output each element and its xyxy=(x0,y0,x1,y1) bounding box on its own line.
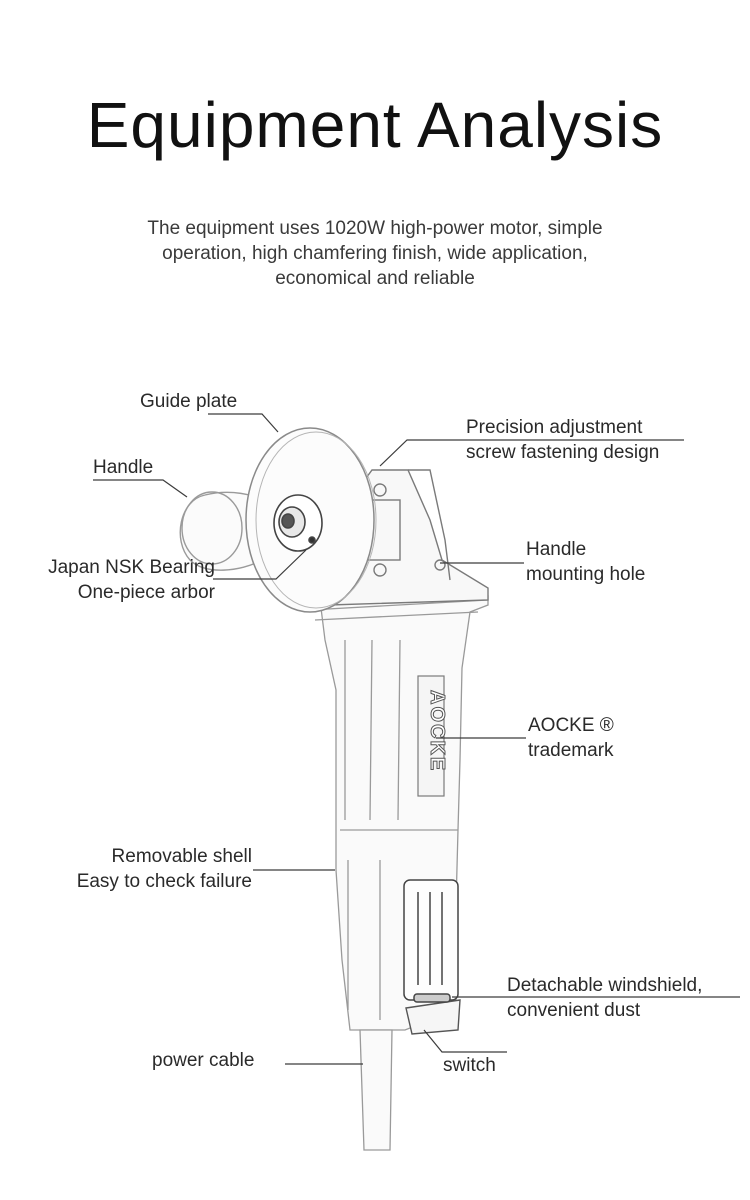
label-bearing: Japan NSK Bearing One-piece arbor xyxy=(10,555,215,605)
page-title: Equipment Analysis xyxy=(86,89,664,161)
label-bearing-line-1: Japan NSK Bearing xyxy=(48,557,215,578)
side-handle xyxy=(179,491,266,571)
brand-engraving: AOCKE xyxy=(426,690,448,772)
label-trademark: AOCKE ® trademark xyxy=(528,713,614,763)
leader-guide-plate xyxy=(208,413,279,433)
label-mounting-hole: Handle mounting hole xyxy=(526,537,645,587)
leader-precision xyxy=(379,439,684,467)
label-switch: switch xyxy=(443,1055,496,1076)
label-shell: Removable shell Easy to check failure xyxy=(20,844,252,894)
label-windshield: Detachable windshield, convenient dust xyxy=(507,973,702,1023)
label-precision-line-2: screw fastening design xyxy=(466,442,660,463)
label-windshield-line-1: Detachable windshield, xyxy=(507,975,703,996)
label-mounting-hole-line-1: Handle xyxy=(526,539,587,560)
description: The equipment uses 1020W high-power moto… xyxy=(75,216,675,291)
label-trademark-line-1: AOCKE ® xyxy=(528,715,614,736)
label-power-cable: power cable xyxy=(152,1050,255,1071)
label-handle: Handle xyxy=(93,457,154,478)
leader-bearing xyxy=(213,549,307,580)
arbor xyxy=(273,494,323,552)
brand-engraving-group: AOCKE xyxy=(417,675,449,797)
leader-lines xyxy=(93,413,740,1065)
label-guide-plate: Guide plate xyxy=(140,391,238,412)
label-bearing-line-2: One-piece arbor xyxy=(77,582,215,603)
label-mounting-hole-line-2: mounting hole xyxy=(526,564,646,585)
description-line-1: The equipment uses 1020W high-power moto… xyxy=(147,218,603,239)
label-windshield-line-2: convenient dust xyxy=(507,1000,641,1021)
label-precision: Precision adjustment screw fastening des… xyxy=(466,415,659,465)
power-cable xyxy=(359,1029,393,1151)
leader-switch xyxy=(423,1029,507,1053)
label-precision-line-1: Precision adjustment xyxy=(466,417,643,438)
description-line-2: operation, high chamfering finish, wide … xyxy=(162,243,588,264)
leader-handle xyxy=(93,479,188,498)
label-shell-line-1: Removable shell xyxy=(111,846,252,867)
grinder-body xyxy=(309,595,489,1031)
windshield xyxy=(403,879,459,1003)
label-shell-line-2: Easy to check failure xyxy=(76,871,252,892)
description-line-3: economical and reliable xyxy=(275,268,475,289)
label-trademark-line-2: trademark xyxy=(528,740,614,761)
